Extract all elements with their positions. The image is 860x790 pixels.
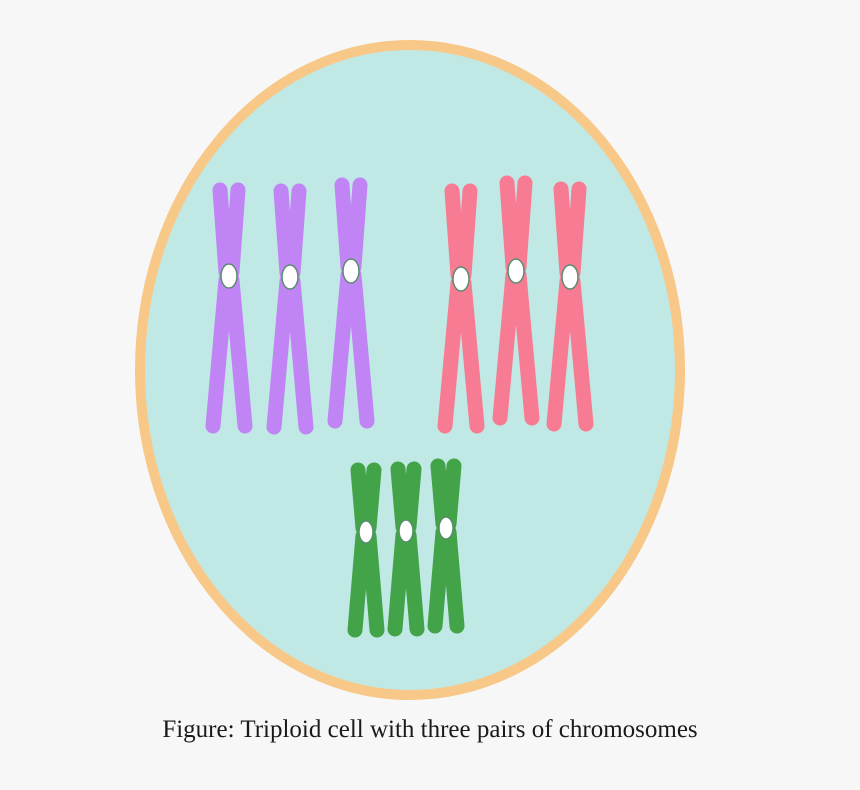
green-set-chromatid-arm: [427, 524, 451, 634]
green-set-chromatid-arm: [350, 462, 371, 536]
purple-set-chromatid-arm: [346, 177, 368, 275]
pink-set-chromatid-arm: [511, 267, 540, 426]
purple-set-chromosome: [205, 182, 253, 434]
purple-set-chromatid-arm: [212, 182, 234, 280]
triploid-cell-diagram: [135, 40, 685, 700]
pink-set-centromere: [507, 258, 525, 284]
pink-set-chromatid-arm: [499, 175, 521, 275]
green-set-chromatid-arm: [347, 528, 371, 638]
pink-set-chromatid-arm: [553, 181, 575, 281]
chromosomes: [205, 175, 594, 638]
green-set-chromatid-arm: [441, 458, 462, 532]
purple-set-chromatid-arm: [285, 183, 307, 281]
pink-set-centromere: [561, 264, 579, 290]
purple-set-centromere: [342, 258, 360, 284]
green-set-chromatid-arm: [390, 461, 411, 535]
purple-set-centromere: [220, 263, 238, 289]
green-set-chromosome: [427, 458, 465, 634]
green-set-centromere: [438, 516, 454, 540]
pink-set-chromatid-arm: [456, 183, 478, 283]
pink-set-chromatid-arm: [546, 273, 575, 432]
green-set-chromatid-arm: [361, 528, 385, 638]
purple-set-chromatid-arm: [273, 183, 295, 281]
pink-set-chromatid-arm: [437, 275, 466, 434]
purple-set-chromatid-arm: [224, 182, 246, 280]
pink-set-chromatid-arm: [565, 273, 594, 432]
pink-set-chromosome: [546, 181, 594, 432]
pink-set-chromatid-arm: [565, 181, 587, 281]
purple-set-chromatid-arm: [285, 273, 314, 435]
green-set-chromosome: [387, 461, 425, 637]
green-set-centromere: [398, 519, 414, 543]
pink-set-chromosome: [437, 183, 485, 434]
purple-set-chromatid-arm: [334, 177, 356, 275]
green-set-centromere: [358, 520, 374, 544]
pink-set-chromosome: [492, 175, 540, 426]
pink-set-chromatid-arm: [492, 267, 521, 426]
purple-set-chromatid-arm: [224, 272, 253, 434]
purple-set-chromatid-arm: [266, 273, 295, 435]
purple-set-chromosome: [327, 177, 375, 429]
green-set-chromatid-arm: [441, 524, 465, 634]
purple-set-chromatid-arm: [346, 267, 375, 429]
purple-set-chromosome: [266, 183, 314, 435]
green-set-chromosome: [347, 462, 385, 638]
green-set-chromatid-arm: [387, 527, 411, 637]
pink-set-chromatid-arm: [444, 183, 466, 283]
pink-set-centromere: [452, 266, 470, 292]
purple-set-chromatid-arm: [327, 267, 356, 429]
figure-caption: Figure: Triploid cell with three pairs o…: [162, 716, 698, 743]
green-set-chromatid-arm: [401, 527, 425, 637]
green-set-chromatid-arm: [430, 458, 451, 532]
pink-set-chromatid-arm: [456, 275, 485, 434]
green-set-chromatid-arm: [401, 461, 422, 535]
pink-set-chromatid-arm: [511, 175, 533, 275]
purple-set-centromere: [281, 264, 299, 290]
purple-set-chromatid-arm: [205, 272, 234, 434]
green-set-chromatid-arm: [361, 462, 382, 536]
